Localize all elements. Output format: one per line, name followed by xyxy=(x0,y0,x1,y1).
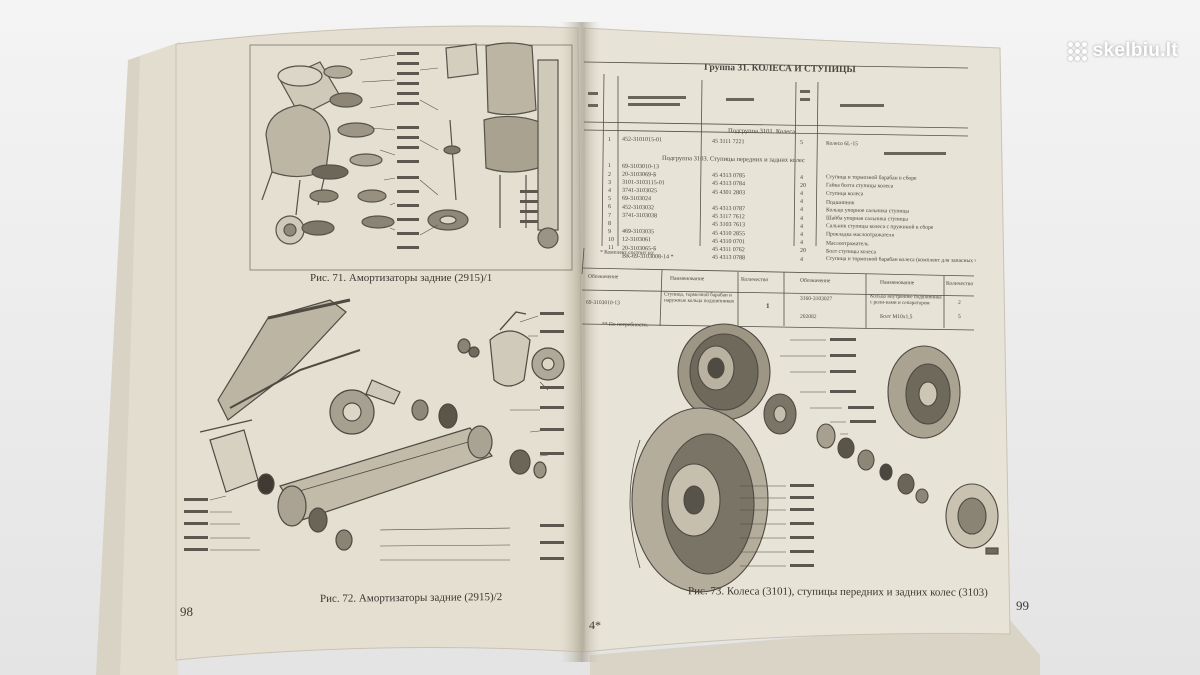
row-position: 5 xyxy=(607,196,612,203)
left-page-number: 98 xyxy=(180,604,193,619)
row-part-number: 452-3103032 xyxy=(621,204,655,211)
row-quantity: 4 xyxy=(799,207,804,214)
row-part-number: 12-3103061 xyxy=(621,237,652,244)
row-position: 3 xyxy=(607,179,612,186)
row-quantity: 4 xyxy=(799,215,804,222)
kit-part-a-qty: 2 xyxy=(957,299,961,307)
row-part-name: Колесо 6L-15 xyxy=(825,140,858,147)
figure-71-drawing xyxy=(249,42,573,271)
row-okp-code: 45 4313 0784 xyxy=(711,181,746,188)
row-part-name: Шайба упорная сальника ступицы xyxy=(825,215,909,223)
row-part-name: Подшипник xyxy=(825,199,855,206)
row-position: 8 xyxy=(607,220,612,227)
figure-73-caption: Рис. 73. Колеса (3101), ступицы передних… xyxy=(687,585,988,599)
row-okp-code: 45 4310 0701 xyxy=(711,238,746,246)
kit-name: Ступица, тормозной барабан и наружные ко… xyxy=(663,291,734,305)
row-part-number: 3101-3103115-01 xyxy=(621,179,665,187)
row-position: 2 xyxy=(607,171,612,178)
row-okp-code: 45 4310 2855 xyxy=(711,230,746,237)
kit-header-3: Количество xyxy=(740,276,769,284)
row-part-name: Болт ступицы колеса xyxy=(825,248,877,256)
figure-72-caption: Рис. 72. Амортизаторы задние (2915)/2 xyxy=(319,591,503,605)
row-part-number: 452-3101015-01 xyxy=(621,137,663,144)
row-quantity: 4 xyxy=(799,199,804,206)
row-position: 1 xyxy=(607,163,612,170)
row-position: 9 xyxy=(607,228,612,235)
row-position: 6 xyxy=(607,204,612,211)
row-quantity: 4 xyxy=(799,256,804,263)
right-page-number: 99 xyxy=(1016,598,1029,613)
kit-part-b-name: Болт М10х1,5 xyxy=(879,313,913,321)
kit-header-2: Наименование xyxy=(669,275,705,283)
row-part-name: Маслоотражатель xyxy=(825,240,869,247)
figure-71-callouts xyxy=(397,52,538,249)
row-part-number: 3741-3103025 xyxy=(621,187,658,195)
row-okp-code: 45 4313 0785 xyxy=(711,172,746,180)
row-part-name: Кольцо упорное сальника ступицы xyxy=(825,207,910,215)
figure-73-drawing xyxy=(629,323,999,593)
row-position: 1 xyxy=(607,137,612,144)
signature-mark: 4* xyxy=(589,618,601,632)
subgroup-3101-heading: Подгруппа 3101. Колеса xyxy=(727,127,796,136)
kit-header-4: Обозначение xyxy=(799,277,831,285)
row-part-number: 469-3103035 xyxy=(621,228,655,236)
row-quantity: 20 xyxy=(799,248,807,255)
figure-73-callouts xyxy=(790,338,876,567)
kit-number: 69-3103010-13 xyxy=(585,299,620,307)
row-okp-code: 45 3117 7612 xyxy=(711,213,745,221)
kit-part-b-qty: 5 xyxy=(957,313,961,321)
row-quantity: 4 xyxy=(799,174,804,181)
kit-footnote: * Комплект состоит из: xyxy=(599,249,655,257)
row-position: 10 xyxy=(607,237,615,244)
row-quantity: 4 xyxy=(799,231,804,239)
kit-part-b: 202082 xyxy=(799,313,817,321)
row-position: 7 xyxy=(607,212,612,219)
kit-part-a: 3160-3103027 xyxy=(799,295,833,303)
row-position: 4 xyxy=(607,187,612,194)
row-part-number: 20-3103069-Б xyxy=(621,171,657,179)
row-part-number: 69-3103024 xyxy=(621,196,652,203)
row-okp-code: 45 4301 2803 xyxy=(711,189,746,196)
row-part-number: 69-3103010-13 xyxy=(621,163,660,170)
figure-71-caption: Рис. 71. Амортизаторы задние (2915)/1 xyxy=(310,272,493,284)
watermark-text: skelbiu.lt xyxy=(1092,40,1178,61)
row-okp-code: 45 4311 0762 xyxy=(711,246,745,254)
site-watermark: skelbiu.lt xyxy=(1067,40,1178,62)
kit-header-5: Наименование xyxy=(879,279,915,287)
figure-72-drawing xyxy=(199,298,565,561)
dots-grid-icon xyxy=(1067,41,1087,61)
row-okp-code: 45 3103 7613 xyxy=(711,222,746,229)
row-okp-code: 45 3111 7221 xyxy=(711,138,745,146)
row-okp-code: 45 4313 0787 xyxy=(711,205,746,213)
parts-table xyxy=(581,61,975,331)
row-part-name: Ступица колеса xyxy=(825,191,864,198)
kit-header-1: Обозначение xyxy=(587,273,619,281)
table-fine-print xyxy=(588,90,946,155)
row-part-number: 3741-3103038 xyxy=(621,212,658,220)
kit-part-a-name: Кольцо внутреннее подшипника с роли-ками… xyxy=(869,293,942,307)
row-quantity: 4 xyxy=(799,240,804,247)
row-quantity: 4 xyxy=(799,190,804,198)
need-footnote: ** По потребности. xyxy=(601,321,649,329)
spine-shadow xyxy=(560,22,600,662)
row-quantity: 4 xyxy=(799,223,804,230)
row-quantity: 5 xyxy=(799,140,804,147)
row-okp-code: 45 4313 0788 xyxy=(711,254,746,262)
kit-qty: 1 xyxy=(765,301,770,311)
figure-72-callouts xyxy=(184,312,564,560)
row-quantity: 20 xyxy=(799,182,807,189)
kit-header-6: Количество xyxy=(945,280,974,288)
